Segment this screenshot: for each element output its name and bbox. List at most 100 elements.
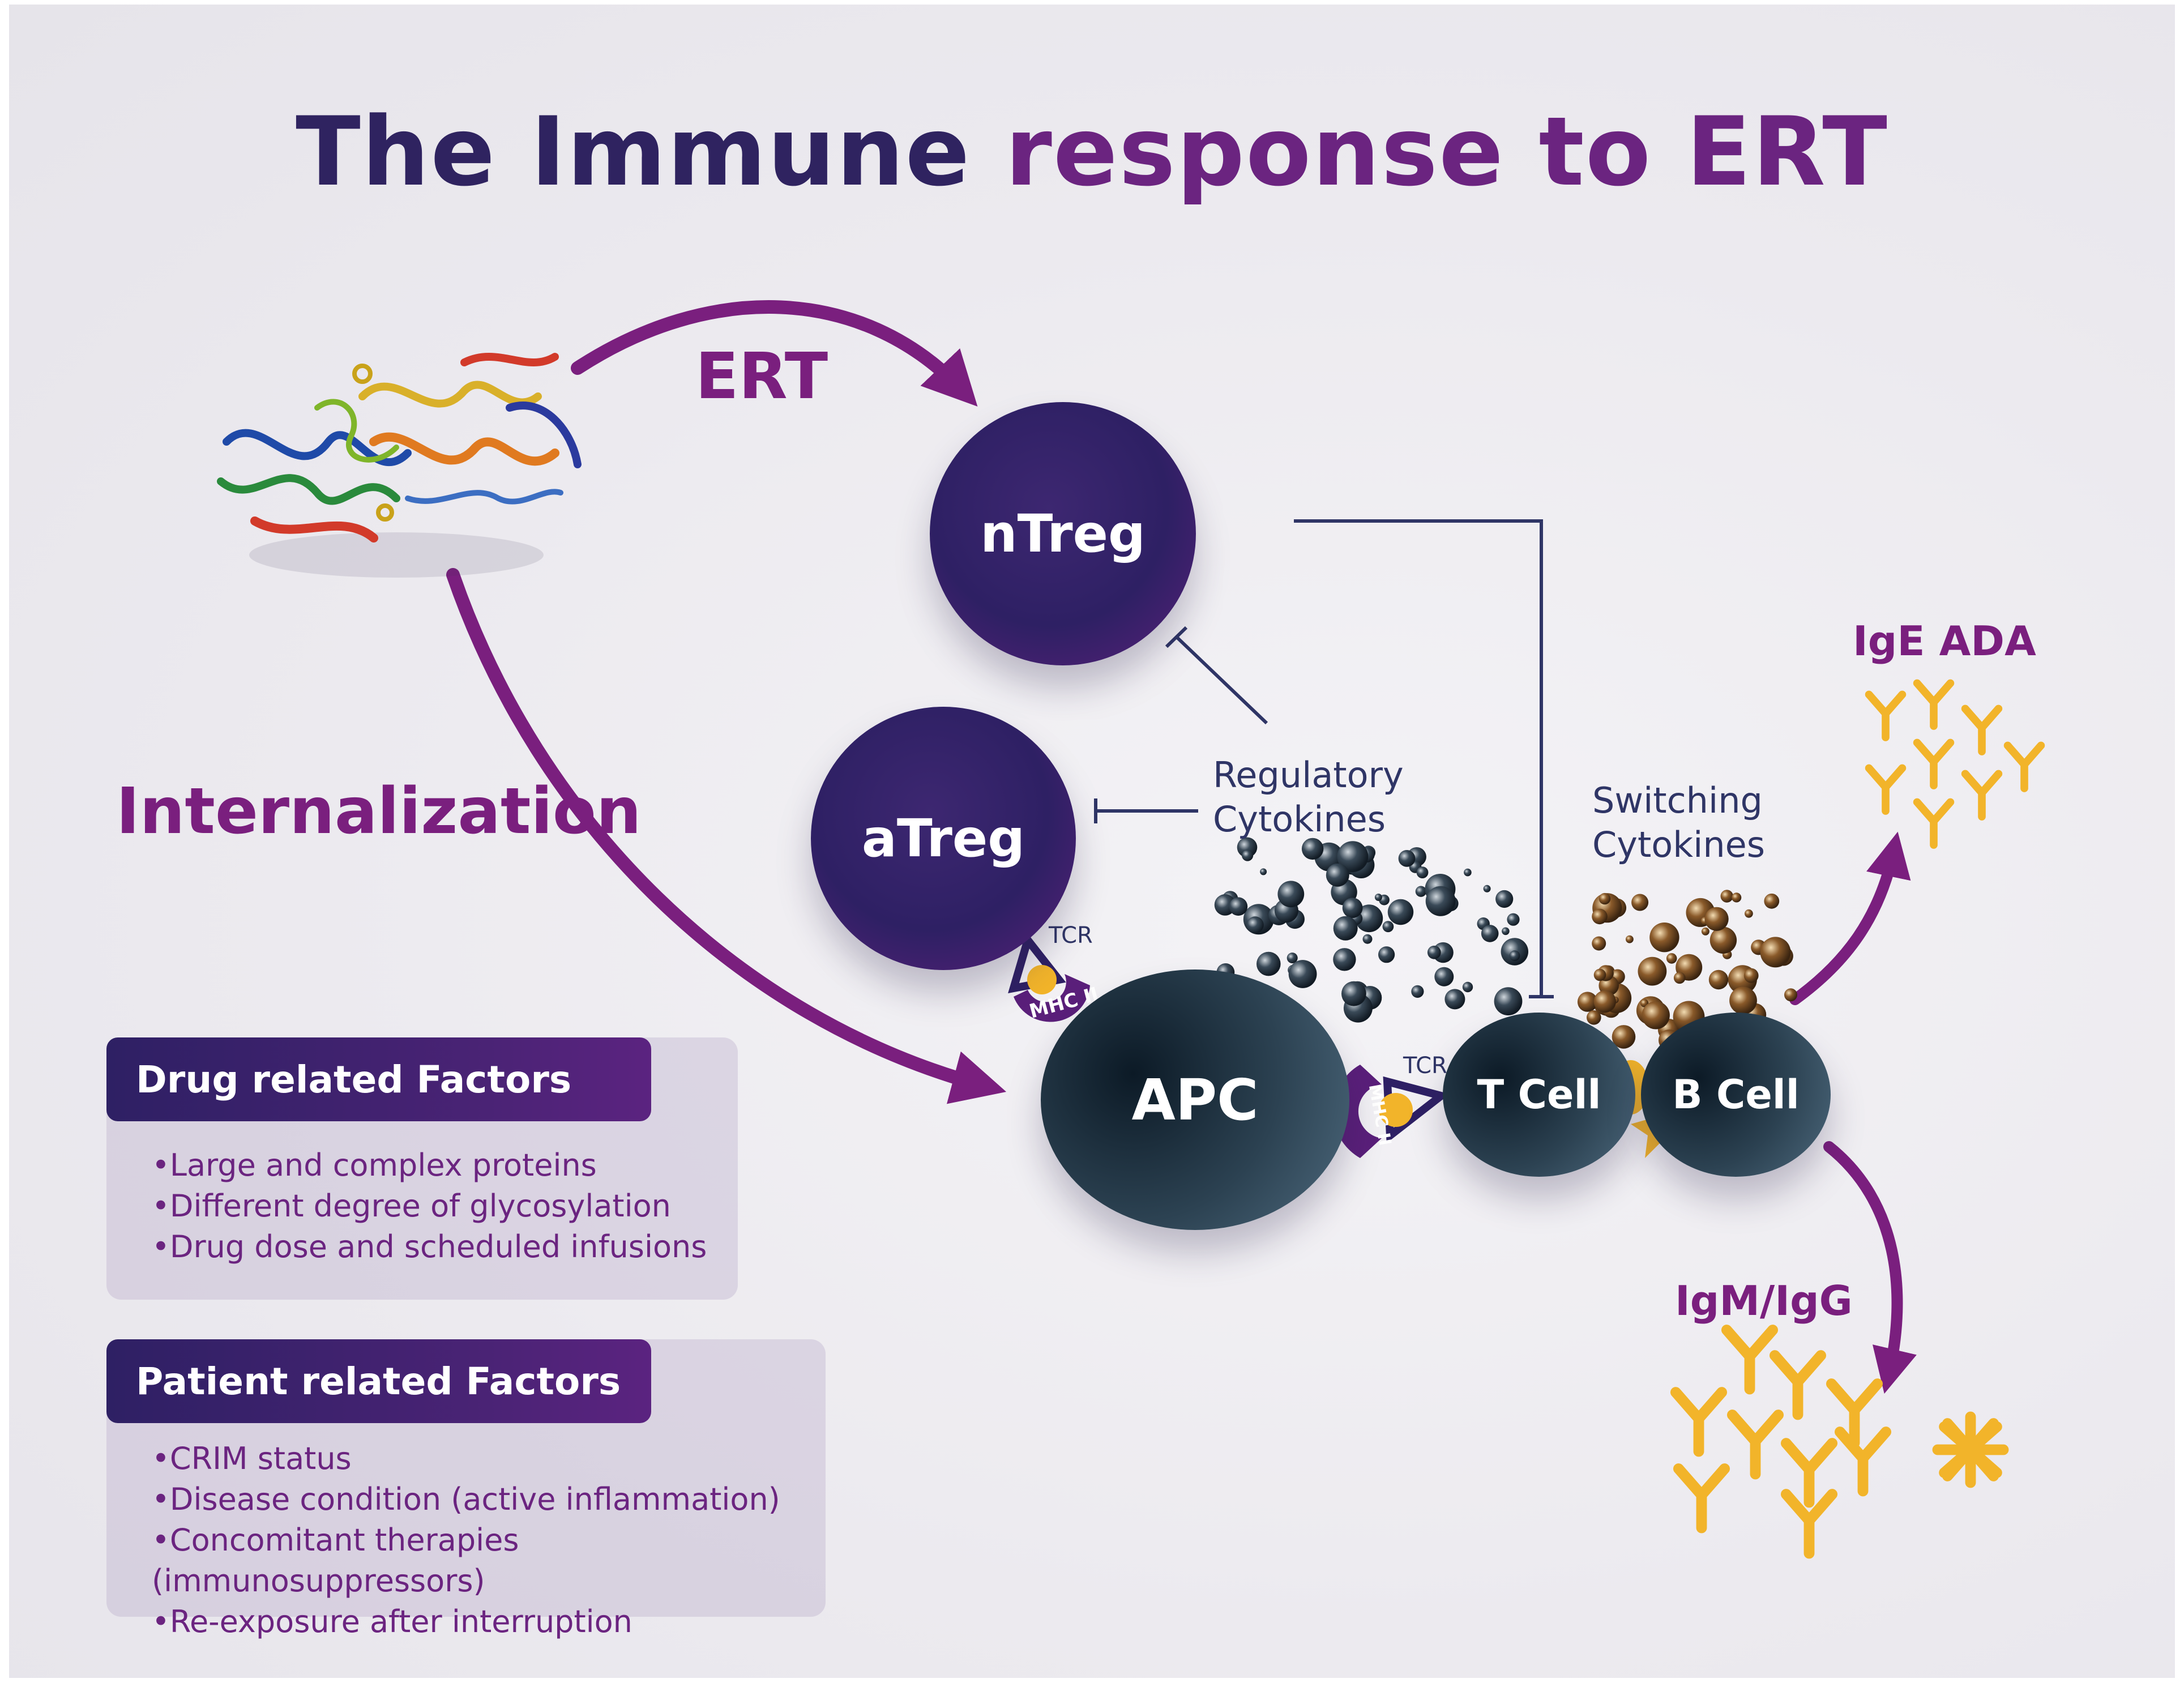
antibody-icon: [2003, 741, 2045, 792]
ige-arrow: [1789, 831, 1911, 1005]
antibody-icon: [1939, 1421, 2009, 1479]
cytokine-dot: [1626, 935, 1634, 943]
cytokine-dot: [1464, 868, 1472, 877]
atreg-label: aTreg: [861, 808, 1025, 869]
ert-arrow: [571, 300, 978, 407]
igm-igg-antibodies: [1670, 1325, 2009, 1559]
cytokine-dot: [1229, 897, 1248, 916]
cytokine-dot: [1704, 907, 1729, 931]
cytokine-dot: [1784, 988, 1797, 1002]
ntreg-label: nTreg: [980, 503, 1146, 564]
drug-factors-box: Drug related Factors Large and complex p…: [106, 1037, 738, 1300]
cytokine-dot: [1577, 992, 1598, 1012]
cytokine-dot: [1666, 953, 1677, 964]
ntreg-tcell-inhibition: [1294, 519, 1543, 997]
cytokine-ntreg-bar: [1165, 626, 1188, 648]
ntreg-cell: nTreg: [930, 402, 1196, 665]
antibody-icon: [1769, 1350, 1827, 1420]
patient-factors-list: CRIM status Disease condition (active in…: [152, 1438, 826, 1642]
apc-label: APC: [1131, 1066, 1259, 1133]
cytokine-dot: [1593, 968, 1606, 981]
cytokine-dot: [1301, 838, 1324, 860]
cytokine-dot: [1374, 894, 1382, 901]
cytokine-dot: [1745, 909, 1753, 918]
cytokine-ntreg-inhibition: [1175, 635, 1268, 725]
cytokine-dot: [1507, 913, 1520, 926]
cytokine-dot: [1287, 953, 1298, 964]
cytokine-dot: [1242, 849, 1254, 861]
cytokine-dot: [1362, 934, 1373, 944]
cytokine-dot: [1425, 886, 1456, 916]
antibody-icon: [1834, 1427, 1892, 1497]
ige-antibodies: [1865, 679, 2045, 849]
title-part-1: The Immune: [296, 96, 1005, 207]
cytokine-dot: [1709, 926, 1737, 954]
list-item: Re-exposure after interruption: [152, 1601, 826, 1642]
list-item: Drug dose and scheduled infusions: [152, 1227, 707, 1267]
cytokine-dot: [1481, 925, 1499, 942]
list-item: CRIM status: [152, 1438, 826, 1479]
cytokine-dot: [1592, 908, 1608, 925]
cytokine-dot: [1649, 922, 1679, 953]
cytokine-dot: [1502, 927, 1510, 936]
cytokine-dot: [1483, 885, 1491, 892]
list-item: Concomitant therapies (immunosuppressors…: [152, 1520, 826, 1601]
switching-line-2: Cytokines: [1592, 824, 1766, 865]
cytokine-dot: [1382, 921, 1394, 933]
antibody-icon: [1826, 1378, 1883, 1449]
antibody-icon: [1961, 704, 2003, 755]
antibody-icon: [1913, 798, 1955, 849]
cytokine-dot: [1631, 894, 1649, 911]
tcr-label-top: TCR: [1048, 922, 1093, 949]
cytokine-dot: [1398, 850, 1416, 867]
cytokine-dot: [1708, 970, 1729, 990]
igm-arrow: [1823, 1141, 1917, 1394]
ige-ada-label: IgE ADA: [1853, 617, 2036, 665]
cytokine-dot: [1341, 981, 1366, 1006]
antibody-icon: [1780, 1438, 1838, 1508]
cytokine-dot: [1246, 916, 1264, 934]
patient-factors-title: Patient related Factors: [106, 1339, 651, 1423]
cytokine-dot: [1288, 960, 1317, 988]
regulatory-cytokines-label: Regulatory Cytokines: [1213, 753, 1404, 842]
antibody-icon: [1865, 690, 1907, 741]
switching-cytokines-label: Switching Cytokines: [1592, 779, 1765, 867]
cytokine-dot: [1494, 987, 1523, 1015]
list-item: Different degree of glycosylation: [152, 1186, 707, 1227]
internalization-label: Internalization: [116, 775, 642, 848]
switching-line-1: Switching: [1592, 780, 1763, 821]
cytokine-dot: [1337, 841, 1369, 872]
cytokine-dot: [1333, 948, 1356, 971]
cytokine-dot: [1277, 881, 1305, 908]
tcr-mhc-complex-top: TCR MHC II: [1008, 922, 1101, 1023]
cytokine-dot: [1378, 946, 1395, 963]
antibody-icon: [1673, 1463, 1730, 1534]
cytokine-dot: [1599, 892, 1611, 905]
cytokine-dot: [1509, 950, 1520, 962]
cytokine-dot: [1444, 989, 1465, 1010]
regulatory-line-1: Regulatory: [1213, 754, 1404, 796]
cytokine-dot: [1411, 985, 1424, 998]
tcr-label-mid: TCR: [1403, 1053, 1447, 1079]
ert-label: ERT: [695, 340, 828, 413]
antibody-icon: [1913, 738, 1955, 789]
cytokine-dot: [1416, 866, 1429, 878]
apc-cell: APC: [1041, 970, 1349, 1230]
cytokine-dot: [1743, 968, 1759, 983]
cytokine-dot: [1326, 863, 1349, 887]
b-cell: B Cell: [1641, 1013, 1831, 1177]
antibody-icon: [1961, 770, 2003, 821]
list-item: Disease condition (active inflammation): [152, 1479, 826, 1520]
t-cell-label: T Cell: [1477, 1071, 1601, 1118]
cytokine-dot: [1592, 936, 1606, 951]
cytokine-dot: [1673, 972, 1686, 984]
regulatory-line-2: Cytokines: [1213, 798, 1386, 840]
antibody-icon: [1670, 1387, 1728, 1457]
cytokine-dot: [1495, 890, 1514, 908]
cytokine-dot: [1434, 967, 1454, 986]
internalization-arrow: [446, 568, 1007, 1104]
cytokine-dot: [1642, 1001, 1670, 1030]
tcr-mhc-complex-mid: TCR MHC II: [1333, 1053, 1450, 1158]
cytokine-dot: [1729, 986, 1757, 1015]
